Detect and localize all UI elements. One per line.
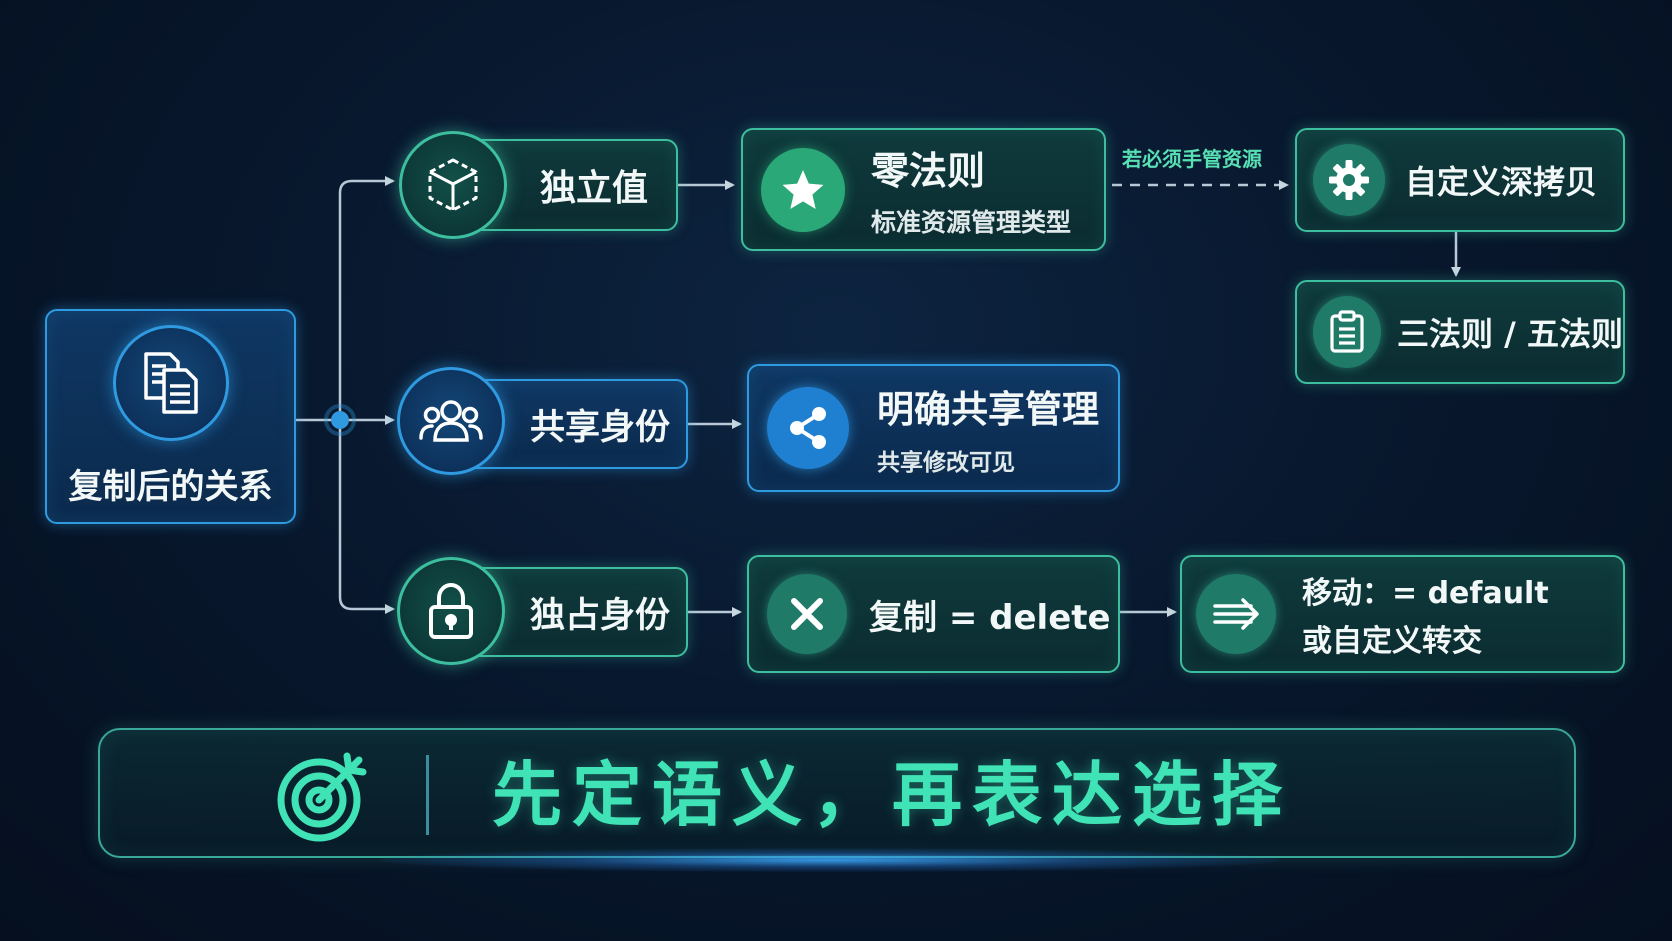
gear-icon (1313, 144, 1385, 216)
rules-label: 三法则 / 五法则 (1397, 315, 1623, 353)
star-icon (761, 147, 845, 232)
copy-delete-label: 复制 = delete (869, 597, 1111, 638)
junction-dot (331, 411, 349, 429)
slogan-text: 先定语义，再表达选择 (492, 754, 1292, 836)
users-icon (397, 367, 505, 475)
root-node[interactable]: 复制后的关系 (45, 309, 296, 524)
copy-delete-node[interactable]: 复制 = delete (747, 555, 1120, 673)
cube-icon (399, 131, 507, 239)
branch-shared-label: 共享身份 (529, 407, 670, 448)
clipboard-icon (1313, 296, 1382, 368)
close-icon (767, 574, 847, 654)
shared-management-title: 明确共享管理 (877, 388, 1099, 431)
zero-rule-subtitle: 标准资源管理类型 (871, 208, 1072, 237)
move-line2: 或自定义转交 (1302, 624, 1482, 659)
move-line1: 移动：= default (1302, 576, 1549, 611)
slogan-divider (426, 755, 429, 835)
branch-independent-label: 独立值 (539, 168, 648, 209)
shared-management-subtitle: 共享修改可见 (877, 450, 1015, 476)
share-icon (767, 387, 849, 469)
branch-exclusive-label: 独占身份 (529, 595, 670, 636)
branch-connector-bottom (338, 420, 395, 614)
rules-node[interactable]: 三法则 / 五法则 (1295, 280, 1625, 384)
lock-icon (397, 557, 505, 665)
move-arrow-icon (1196, 574, 1276, 654)
root-label: 复制后的关系 (68, 467, 273, 507)
target-icon (275, 744, 375, 844)
deep-copy-label: 自定义深拷贝 (1405, 163, 1598, 201)
zero-rule-title: 零法则 (871, 149, 986, 193)
branch-connector-top (338, 176, 395, 420)
slogan-banner: 先定语义，再表达选择 (98, 728, 1576, 858)
shared-management-node[interactable]: 明确共享管理 共享修改可见 (747, 364, 1120, 492)
zero-rule-node[interactable]: 零法则 标准资源管理类型 (741, 128, 1106, 251)
move-node[interactable]: 移动：= default 或自定义转交 (1180, 555, 1625, 673)
banner-glow (380, 848, 1280, 872)
deep-copy-node[interactable]: 自定义深拷贝 (1295, 128, 1625, 232)
manual-resource-label: 若必须手管资源 (1122, 147, 1262, 171)
copy-documents-icon (112, 325, 229, 441)
